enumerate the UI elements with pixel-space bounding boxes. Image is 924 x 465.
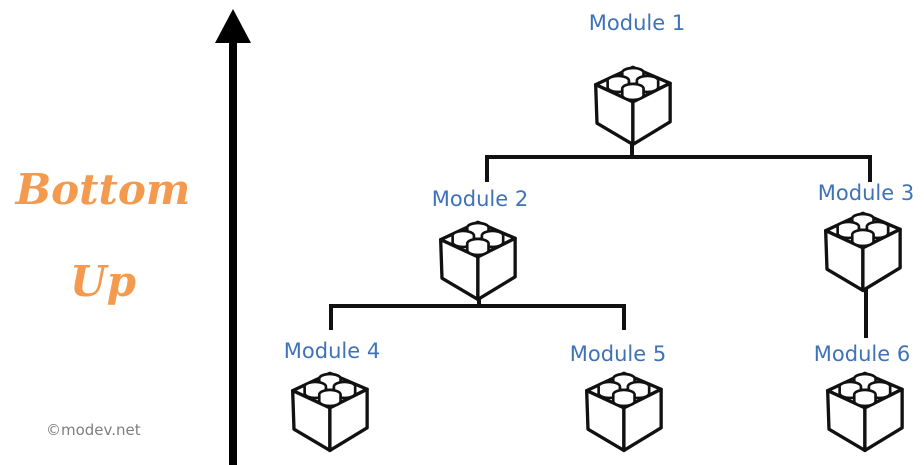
edge-m1-children (485, 113, 872, 182)
module-4-brick-icon (290, 371, 369, 453)
title-bottom: Bottom (15, 165, 191, 214)
module-3-label: Module 3 (818, 181, 914, 205)
title-up: Up (70, 257, 136, 306)
module-1-brick-icon (593, 65, 672, 147)
module-6-label: Module 6 (814, 342, 910, 366)
connector-lines (329, 113, 872, 338)
module-2-brick-icon (438, 220, 517, 302)
module-4-label: Module 4 (284, 339, 380, 363)
module-3-brick-icon (823, 211, 902, 293)
module-1-label: Module 1 (589, 11, 685, 35)
module-5-label: Module 5 (570, 342, 666, 366)
up-arrow-icon (215, 9, 251, 465)
module-2-label: Module 2 (432, 187, 528, 211)
copyright-text: ©modev.net (46, 421, 141, 439)
module-6-brick-icon (825, 371, 904, 453)
module-5-brick-icon (584, 371, 663, 453)
